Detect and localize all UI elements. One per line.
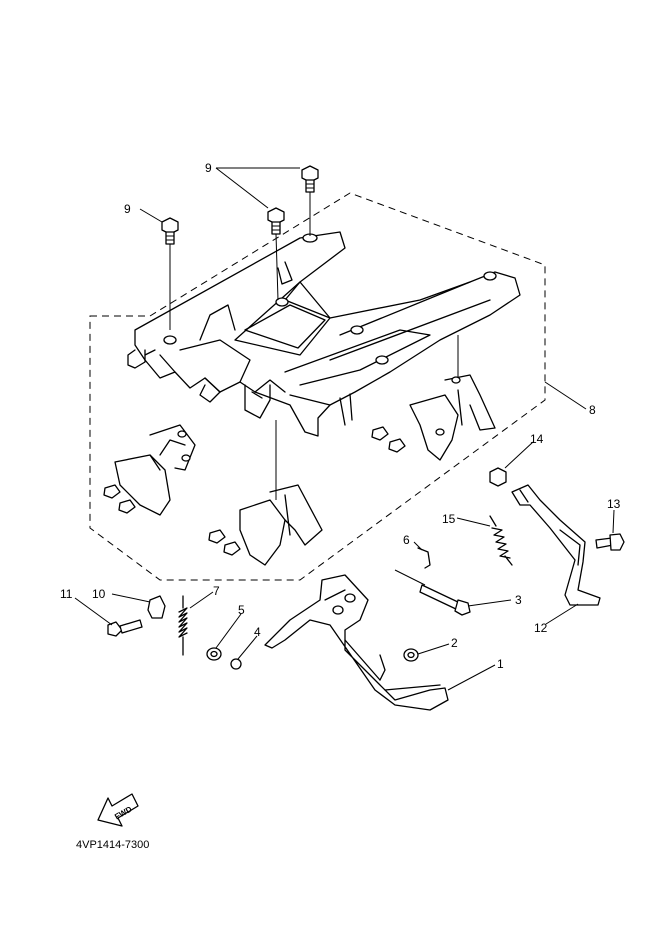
bolt-13 — [595, 533, 625, 551]
side-stand — [511, 484, 601, 606]
bolt-9-right — [301, 165, 319, 236]
main-stand — [264, 574, 449, 711]
callout-8: 8 — [589, 403, 596, 417]
leader-lines — [74, 167, 615, 691]
frame-assembly — [127, 231, 521, 437]
callout-11: 11 — [60, 587, 73, 601]
assembly-boundary — [89, 192, 546, 581]
callout-4: 4 — [254, 625, 261, 639]
callout-9-top: 9 — [205, 161, 212, 175]
callout-2: 2 — [451, 636, 458, 650]
bolt-9-middle — [267, 207, 285, 301]
callout-1: 1 — [497, 657, 504, 671]
lower-bracket — [208, 420, 323, 566]
nut-14 — [489, 467, 507, 487]
clip-10 — [147, 595, 166, 619]
washer-4 — [230, 658, 242, 670]
callout-3: 3 — [515, 593, 522, 607]
callout-9-left: 9 — [124, 202, 131, 216]
left-bracket — [103, 424, 196, 516]
right-bracket — [371, 335, 496, 461]
diagram-code: 4VP1414-7300 — [76, 839, 149, 851]
callout-10: 10 — [92, 587, 106, 601]
pivot-bolt — [394, 569, 471, 616]
fwd-arrow-icon: FWD — [97, 793, 139, 827]
callout-labels: 1 2 3 4 5 6 7 8 9 9 10 11 12 13 14 15 — [60, 161, 621, 671]
callout-12: 12 — [534, 621, 548, 635]
callout-15: 15 — [442, 512, 456, 526]
callout-13: 13 — [607, 497, 621, 511]
spring-15 — [489, 515, 513, 566]
callout-5: 5 — [238, 603, 245, 617]
spring-7 — [178, 595, 188, 656]
callout-7: 7 — [213, 584, 220, 598]
callout-14: 14 — [530, 432, 544, 446]
callout-6: 6 — [403, 533, 410, 547]
bolt-9-left — [161, 217, 179, 330]
cotter-pin — [417, 547, 431, 569]
screw-11 — [107, 619, 143, 637]
